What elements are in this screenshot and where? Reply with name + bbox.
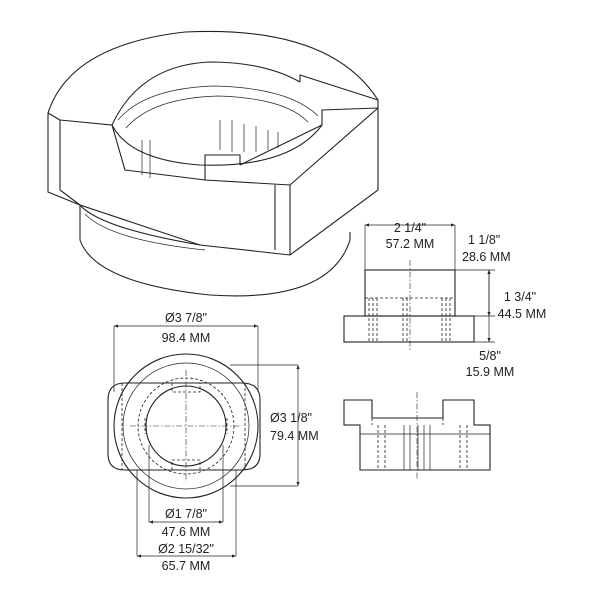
flange-height-imperial: 5/8" (479, 349, 501, 363)
isometric-view (47, 30, 379, 297)
body-height-imperial: 1 1/8" (468, 233, 500, 247)
inner-diameter-metric: 47.6 MM (162, 525, 211, 539)
flat-width-imperial: Ø3 1/8" (270, 411, 312, 425)
front-section-view (343, 392, 491, 480)
total-height-imperial: 1 3/4" (504, 290, 536, 304)
side-elevation (343, 260, 475, 352)
body-width-metric: 57.2 MM (386, 237, 435, 251)
dim-outer-diameter: Ø3 7/8" 98.4 MM (113, 311, 259, 392)
dim-total-height: 1 3/4" 44.5 MM (474, 270, 547, 343)
dim-body-height: 1 1/8" 28.6 MM (455, 233, 511, 317)
body-height-metric: 28.6 MM (462, 250, 511, 264)
inner-diameter-imperial: Ø1 7/8" (165, 507, 207, 521)
plan-view (107, 353, 261, 499)
dim-flange-height: 5/8" 15.9 MM (466, 349, 515, 379)
body-width-imperial: 2 1/4" (394, 221, 426, 235)
flat-width-metric: 79.4 MM (270, 429, 319, 443)
flange-height-metric: 15.9 MM (466, 365, 515, 379)
outer-diameter-metric: 98.4 MM (162, 331, 211, 345)
dim-inner-diameter: Ø1 7/8" 47.6 MM (148, 445, 224, 539)
dim-bore-diameter: Ø2 15/32" 65.7 MM (136, 470, 237, 573)
bore-diameter-imperial: Ø2 15/32" (158, 542, 214, 556)
dim-flat-width: Ø3 1/8" 79.4 MM (230, 364, 319, 487)
dim-body-width: 2 1/4" 57.2 MM (364, 221, 456, 270)
outer-diameter-imperial: Ø3 7/8" (165, 311, 207, 325)
bore-diameter-metric: 65.7 MM (162, 559, 211, 573)
total-height-metric: 44.5 MM (498, 307, 547, 321)
